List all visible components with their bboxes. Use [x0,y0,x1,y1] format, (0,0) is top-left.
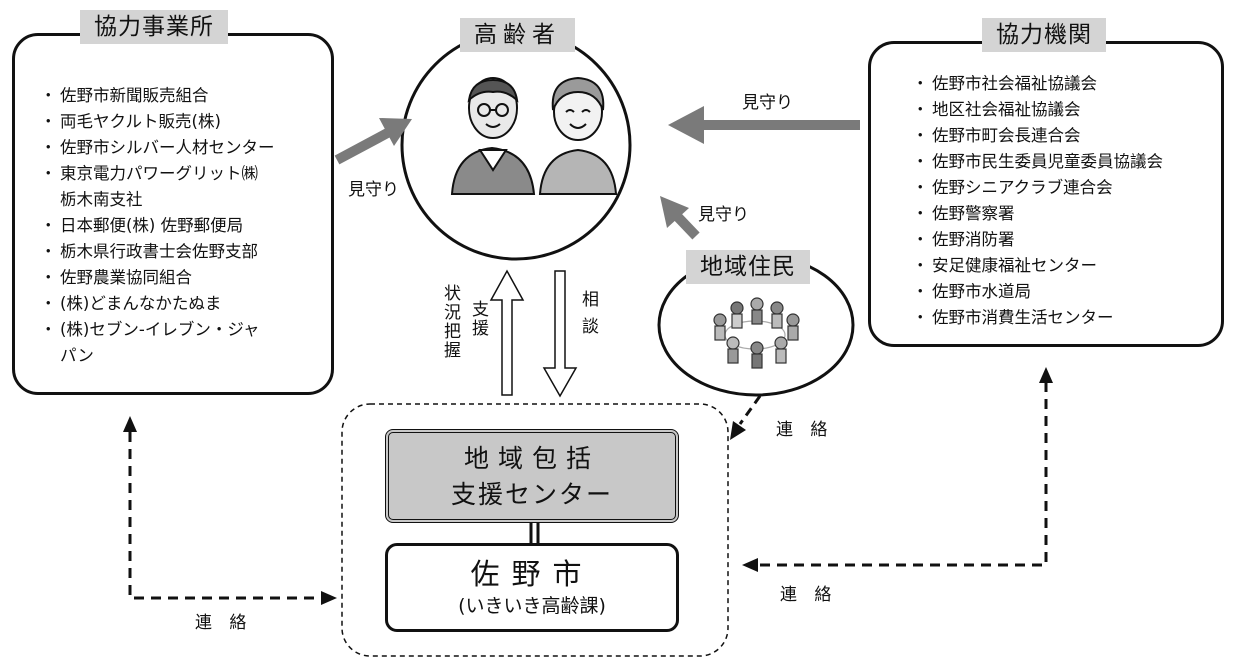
consult-arrow-down [542,270,578,398]
contact-arrowhead-left-right [321,591,337,605]
partner-item: (株)どまんなかたぬま [40,291,275,317]
watch-label-right: 見守り [742,93,793,113]
elderly-circle [400,29,632,261]
agency-item: 佐野市町会長連合会 [912,123,1163,149]
partner-item-text: 佐野農業協同組合 [60,268,192,287]
partner-item-text: 佐野市新聞販売組合 [60,86,209,105]
contact-arrowhead-right-up [1039,367,1053,383]
contact-arrowhead-left-up [123,416,137,432]
partner-item: 両毛ヤクルト販売(株) [40,109,275,135]
support-center-box: 地域包括 支援センター [385,429,679,523]
contact-arrow-left [128,432,322,600]
support-center-line2: 支援センター [450,480,613,509]
agency-item: 佐野市社会福祉協議会 [912,71,1163,97]
agency-item: 佐野消防署 [912,227,1163,253]
agencies-title: 協力機関 [982,18,1106,52]
city-name: 佐野市 [470,557,594,591]
watch-label-residents: 見守り [698,205,749,225]
partner-item-text: (株)どまんなかたぬま [60,294,222,313]
support-arrow-up [489,269,525,396]
watch-label-left: 見守り [348,180,399,200]
support-label: 支援 [468,300,488,338]
partner-item-text: 栃木県行政書士会佐野支部 [60,242,258,261]
partner-item-text: 日本郵便(株) 佐野郵便局 [60,216,244,235]
situation-label: 状況把握 [440,284,460,360]
elderly-couple-illustration [450,76,618,195]
consult-label: 相談 [578,290,598,344]
agency-item: 佐野警察署 [912,201,1163,227]
contact-arrow-residents [738,395,762,425]
city-office-box: 佐野市 (いきいき高齢課) [385,543,679,632]
residents-illustration [713,297,800,369]
agency-item: 佐野シニアクラブ連合会 [912,175,1163,201]
partner-item: 佐野市シルバー人材センター [40,135,275,161]
partner-item-text: 東京電力パワーグリット㈱ [60,164,258,183]
watch-arrow-left [334,118,412,165]
contact-arrowhead-right-left [742,558,758,572]
partners-title: 協力事業所 [80,10,228,44]
center-group-dashed [341,403,729,657]
support-center-line1: 地域包括 [463,444,600,473]
partners-list: 佐野市新聞販売組合両毛ヤクルト販売(株)佐野市シルバー人材センター東京電力パワー… [40,83,275,369]
residents-title: 地域住民 [686,250,810,284]
partner-item-text: 両毛ヤクルト販売(株) [60,112,221,131]
contact-label-right: 連 絡 [780,585,838,605]
contact-arrow-right [757,382,1048,567]
agency-item: 佐野市民生委員児童委員協議会 [912,149,1163,175]
partner-item: 栃木県行政書士会佐野支部 [40,239,275,265]
agency-item: 佐野市消費生活センター [912,305,1163,331]
partner-item: 東京電力パワーグリット㈱栃木南支社 [40,161,275,213]
partner-item-text: 栃木南支社 [60,190,143,209]
elderly-title: 高齢者 [460,18,575,52]
contact-label-residents: 連 絡 [776,420,834,440]
agency-item: 佐野市水道局 [912,279,1163,305]
watch-arrow-right [668,106,860,144]
partner-item: 佐野市新聞販売組合 [40,83,275,109]
partner-item: 佐野農業協同組合 [40,265,275,291]
city-dept: (いきいき高齢課) [458,595,606,617]
partner-item-text: 佐野市シルバー人材センター [60,138,275,157]
partner-item-text: パン [60,346,94,365]
contact-arrowhead-residents [730,421,746,440]
agencies-list: 佐野市社会福祉協議会地区社会福祉協議会佐野市町会長連合会佐野市民生委員児童委員協… [912,71,1163,331]
agency-item: 安足健康福祉センター [912,253,1163,279]
agency-item: 地区社会福祉協議会 [912,97,1163,123]
watch-arrow-residents [660,196,700,240]
partner-item: 日本郵便(株) 佐野郵便局 [40,213,275,239]
partner-item-text: (株)セブン-イレブン・ジャ [60,320,260,339]
contact-label-left: 連 絡 [195,613,253,633]
